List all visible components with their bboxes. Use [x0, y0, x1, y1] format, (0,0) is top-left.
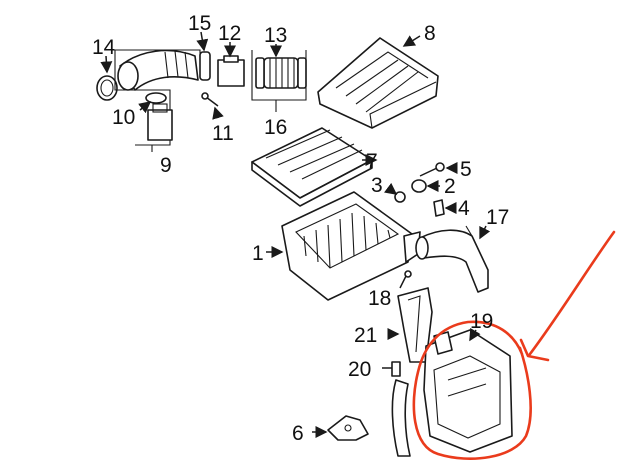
part-9-sensor — [147, 103, 173, 141]
red-highlight-circle — [412, 320, 532, 460]
callout-21: 21 — [354, 324, 377, 347]
callout-11: 11 — [212, 122, 234, 145]
leader-lines — [100, 31, 491, 438]
part-12-mass-airflow-sensor — [217, 55, 245, 87]
red-highlight-annotation — [412, 230, 616, 460]
callout-14: 14 — [92, 36, 116, 59]
bracket-16-outline — [251, 50, 307, 112]
part-13-bellows — [255, 57, 307, 89]
part-15-clamp — [199, 51, 211, 81]
part-8-upper-housing — [317, 37, 439, 129]
part-3-grommet — [394, 191, 406, 203]
callout-10: 10 — [112, 106, 135, 129]
callout-17: 17 — [486, 206, 509, 229]
part-19-resonator — [423, 329, 513, 453]
part-14-hose-clamp — [96, 75, 118, 101]
part-2-cap — [411, 179, 427, 193]
part-19-lower-hose — [391, 379, 411, 457]
part-1-lower-housing — [281, 191, 421, 301]
part-17-outlet-duct — [415, 225, 489, 293]
callout-13: 13 — [264, 24, 287, 47]
callout-1: 1 — [252, 242, 264, 265]
callout-7: 7 — [366, 150, 378, 173]
callout-6: 6 — [292, 422, 304, 445]
part-18-bolt — [399, 270, 412, 289]
callout-4: 4 — [458, 197, 470, 220]
callout-18: 18 — [368, 287, 391, 310]
callout-15: 15 — [188, 12, 211, 35]
part-11-bolt — [201, 92, 219, 107]
callout-labels: 14 15 12 13 8 10 11 16 9 7 5 3 2 4 17 1 … — [92, 12, 509, 445]
callout-20: 20 — [348, 358, 371, 381]
callout-2: 2 — [444, 175, 456, 198]
part-10-seal — [145, 92, 167, 104]
callout-5: 5 — [460, 158, 472, 181]
part-14-intake-duct — [117, 49, 199, 91]
callout-8: 8 — [424, 22, 436, 45]
red-pointer-arrow — [519, 230, 616, 362]
callout-16: 16 — [264, 116, 287, 139]
callout-9: 9 — [160, 154, 172, 177]
part-4-clip — [433, 199, 445, 217]
callout-3: 3 — [371, 174, 383, 197]
part-20-screw — [382, 361, 401, 377]
callout-19: 19 — [470, 310, 493, 333]
callout-12: 12 — [218, 22, 241, 45]
part-6-mount-bracket — [327, 415, 369, 441]
part-5-screw — [419, 162, 445, 177]
